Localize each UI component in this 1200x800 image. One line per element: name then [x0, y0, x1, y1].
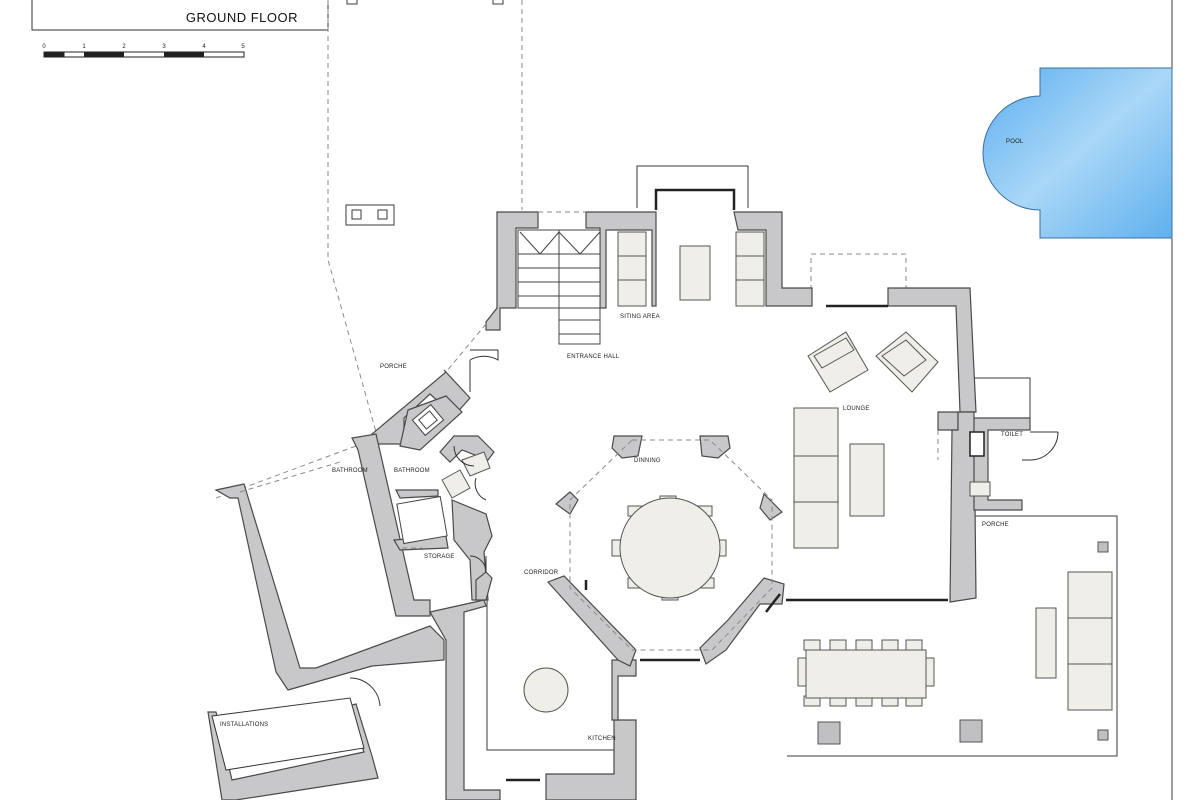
openings [239, 211, 939, 651]
room-label-bathroom-1: BATHROOM [332, 468, 368, 474]
room-label-porche-east: PORCHE [982, 522, 1009, 528]
room-labels: SITING AREA ENTRANCE HALL PORCHE LOUNGE … [220, 314, 1023, 742]
room-label-toilet: TOILET [1001, 432, 1023, 438]
room-label-siting-area: SITING AREA [620, 314, 660, 320]
room-label-bathroom-2: BATHROOM [394, 468, 430, 474]
driveway [327, 0, 523, 433]
drawing-title: GROUND FLOOR [186, 10, 298, 25]
title-frame [31, 0, 329, 31]
doors [349, 349, 1059, 707]
scale-tick-5: 5 [241, 44, 245, 50]
furniture [211, 231, 1113, 771]
scale-tick-3: 3 [162, 44, 166, 50]
room-label-porche-west: PORCHE [380, 364, 407, 370]
scale-bar: 0 1 2 3 4 5 [42, 44, 245, 58]
room-label-entrance-hall: ENTRANCE HALL [567, 354, 620, 360]
room-label-dinning: DINNING [634, 458, 661, 464]
room-label-storage: STORAGE [424, 554, 455, 560]
room-label-pool: POOL [1006, 139, 1024, 145]
room-label-corridor: CORRIDOR [524, 570, 559, 576]
scale-tick-0: 0 [42, 44, 46, 50]
staircase [517, 229, 601, 345]
room-label-kitchen: KITCHEN [588, 736, 616, 742]
windows [506, 188, 948, 782]
room-label-installations: INSTALLATIONS [220, 722, 268, 728]
room-label-lounge: LOUNGE [843, 406, 870, 412]
terrace-outlines [215, 165, 1118, 757]
bollards [345, 204, 395, 226]
scale-tick-1: 1 [82, 44, 86, 50]
scale-tick-4: 4 [202, 44, 206, 50]
scale-tick-2: 2 [122, 44, 126, 50]
title-block: GROUND FLOOR [31, 0, 329, 31]
pool: POOL [982, 67, 1173, 239]
